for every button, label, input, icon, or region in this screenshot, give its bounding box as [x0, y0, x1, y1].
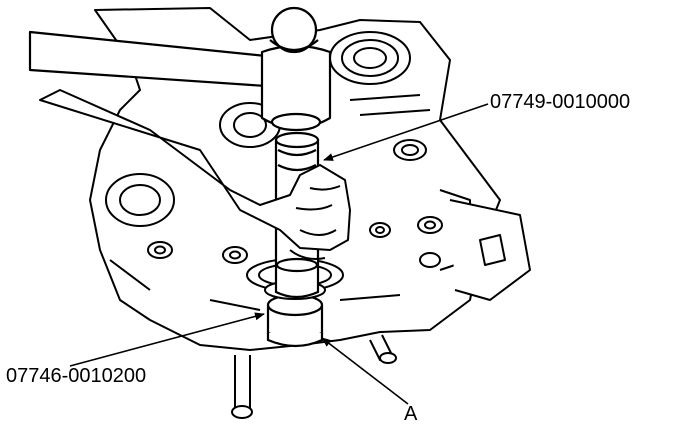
leader-tool-upper: [323, 103, 489, 161]
leader-tool-lower: [69, 312, 265, 367]
hammer: [28, 6, 332, 132]
leader-part-a: [321, 337, 409, 405]
hand: [39, 89, 351, 260]
callout-tool-upper: 07749-0010000: [490, 91, 631, 113]
callout-part-a: A: [404, 403, 418, 425]
callout-tool-lower: 07746-0010200: [6, 365, 147, 387]
leader-lines: [69, 103, 489, 405]
driver-attachment: [266, 293, 324, 348]
